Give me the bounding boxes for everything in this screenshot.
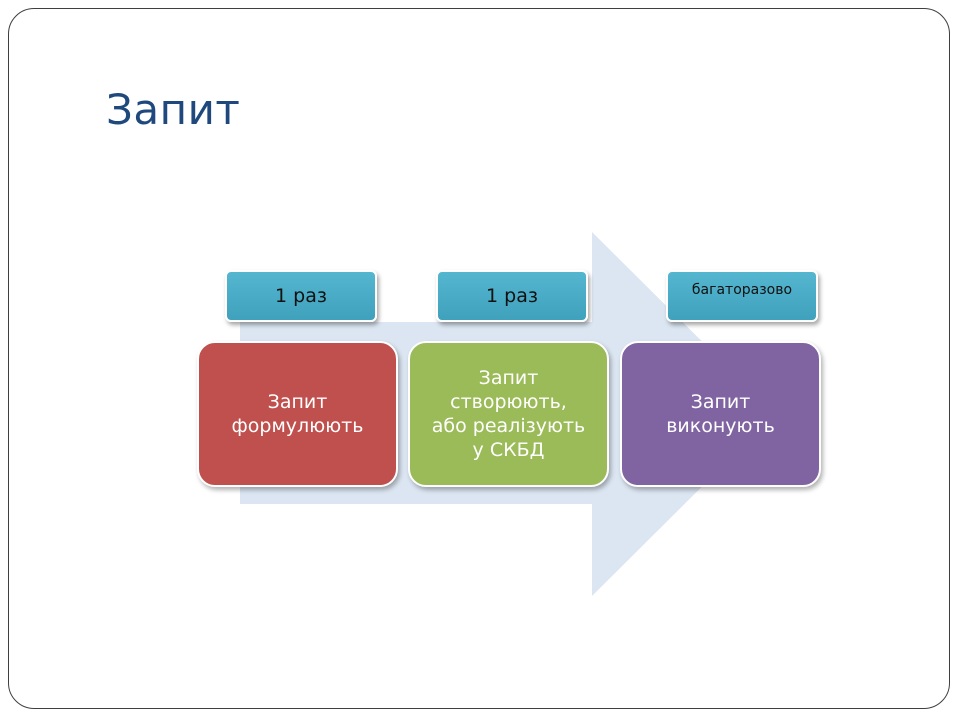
step-create-label: Запит створюють, або реалізують у СКБД (431, 367, 586, 461)
step-create: Запит створюють, або реалізують у СКБД (408, 341, 609, 487)
frequency-label-2: 1 раз (486, 285, 538, 307)
frequency-label-1: 1 раз (275, 285, 327, 307)
frequency-badge-2: 1 раз (436, 270, 588, 322)
step-execute-label: Запит виконують (666, 391, 775, 437)
slide-title: Запит (106, 85, 241, 134)
frequency-badge-3: багаторазово (666, 270, 818, 322)
step-formulate-label: Запит формулюють (231, 391, 364, 437)
step-formulate: Запит формулюють (197, 341, 398, 487)
frequency-label-3: багаторазово (691, 282, 793, 298)
frequency-badge-1: 1 раз (225, 270, 377, 322)
step-execute: Запит виконують (620, 341, 821, 487)
